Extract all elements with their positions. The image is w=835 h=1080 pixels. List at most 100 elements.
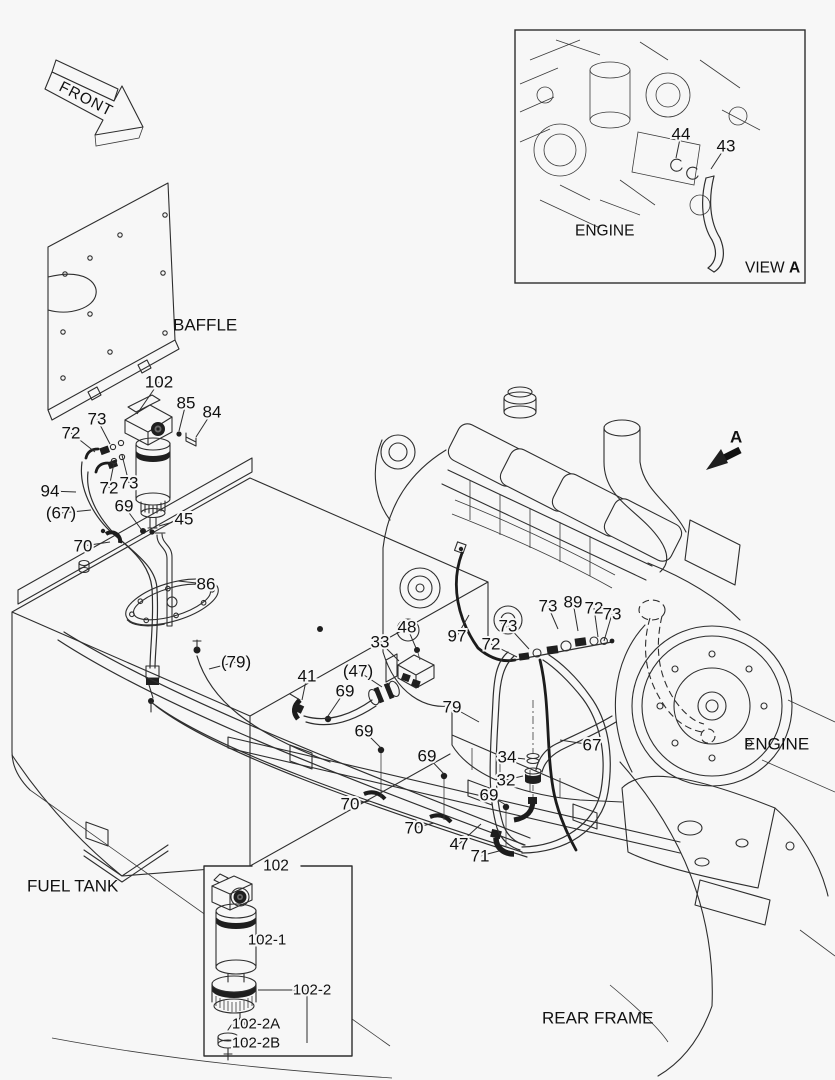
callout-leader-72: [108, 462, 115, 489]
callout-89: 89: [564, 593, 583, 612]
callout-leader-94: [49, 490, 77, 493]
callout-70: 70: [341, 795, 360, 814]
callout-69: 69: [355, 722, 374, 741]
callout-86: 86: [197, 575, 216, 594]
callout-leader-102-2A: [245, 1020, 257, 1025]
callout-67: 67: [583, 736, 602, 755]
callout-71: 71: [471, 847, 490, 866]
callout-44: 44: [672, 125, 691, 144]
callout-32: 32: [497, 771, 516, 790]
callout-73: 73: [539, 597, 558, 616]
callout-leader-33: [379, 641, 400, 662]
callout-102: 102: [145, 373, 173, 392]
engine-drawing: [374, 386, 793, 803]
callout-79: 79: [443, 698, 462, 717]
callout-(79): (79): [221, 653, 251, 672]
callout-73: 73: [603, 605, 622, 624]
callout-leader-45: [158, 518, 185, 527]
callout-85: 85: [177, 394, 196, 413]
view-a-marker-label: A: [730, 428, 742, 447]
callout-leader-84: [195, 411, 213, 438]
callout-leader-72: [490, 643, 518, 658]
callout-70: 70: [74, 537, 93, 556]
callout-72: 72: [62, 424, 81, 443]
callout-leader-47: [458, 823, 482, 845]
baffle-drawing: [47, 182, 180, 421]
callout-(47): (47): [343, 662, 373, 681]
callout-73: 73: [499, 617, 518, 636]
callout-45: 45: [175, 510, 194, 529]
callout-leader-69: [363, 730, 382, 749]
view-a-arrow: A: [706, 428, 742, 470]
inset-view-label: VIEW: [745, 260, 785, 277]
callout-leader-73: [603, 613, 613, 642]
callout-leader-41: [301, 675, 308, 701]
callout-leader-34: [506, 756, 526, 760]
baffle-label: BAFFLE: [173, 316, 237, 335]
callout-33: 33: [371, 633, 390, 652]
callout-leader-70: [413, 822, 435, 829]
callout-(67): (67): [46, 504, 76, 523]
callout-leader-69: [426, 755, 445, 775]
callout-72: 72: [585, 599, 604, 618]
callout-leader-70: [82, 541, 111, 547]
callout-leader-67: [559, 739, 593, 746]
callout-94: 94: [41, 482, 60, 501]
callout-69: 69: [480, 786, 499, 805]
inset-engine-label: ENGINE: [575, 223, 634, 240]
engine-label: ENGINE: [744, 735, 809, 754]
engine-hoses-drawing: [453, 541, 617, 854]
fuel-filter-drawing: [80, 394, 197, 713]
callout-leader-69: [123, 505, 142, 530]
callout-47: 47: [450, 835, 469, 854]
callout-69: 69: [418, 747, 437, 766]
callout-leader-(47): [357, 670, 383, 688]
front-arrow: FRONT: [44, 59, 144, 147]
callout-leader-85: [178, 402, 187, 432]
callout-leader-79: [451, 706, 480, 723]
inset-view-id: A: [789, 260, 800, 277]
callout-102-2: 102-2: [293, 982, 331, 999]
callout-73: 73: [120, 474, 139, 493]
callout-leader-71: [479, 850, 500, 857]
fuel-tank-drawing: [11, 457, 489, 1079]
callout-leader-102: [136, 381, 160, 415]
callout-70: 70: [405, 819, 424, 838]
callout-43: 43: [717, 137, 736, 156]
callout-102-2A: 102-2A: [232, 1016, 280, 1033]
callout-leader-70: [349, 800, 371, 805]
hose-bundle-drawing: [57, 631, 542, 858]
callout-leader-73: [121, 454, 130, 484]
callout-leader-102-2B: [240, 1040, 257, 1044]
callout-69: 69: [115, 497, 134, 516]
callout-leader-48: [406, 626, 417, 649]
callout-72: 72: [100, 479, 119, 498]
fuel-tank-label: FUEL TANK: [27, 877, 119, 896]
callout-leader-(79): [208, 661, 237, 670]
callout-84: 84: [203, 403, 222, 422]
callout-leader-89: [572, 601, 579, 632]
callout-34: 34: [498, 748, 517, 767]
callout-leader-(67): [60, 509, 92, 514]
callout-leader-43: [710, 145, 727, 170]
callout-leader-86: [177, 580, 207, 585]
callout-72: 72: [482, 635, 501, 654]
callout-leader-32: [505, 775, 524, 781]
callout-leader-72: [593, 607, 599, 638]
callout-leader-72: [70, 432, 96, 453]
inset-filter-detail: 102: [203, 858, 353, 1061]
callout-leader-73: [547, 605, 559, 630]
callout-leader-69: [327, 690, 346, 717]
inset-view-a: ENGINE VIEW A: [514, 29, 806, 284]
callout-leader-97: [456, 614, 470, 637]
callout-leader-73: [96, 418, 111, 445]
callout-leader-44: [675, 133, 682, 159]
callout-102-1: 102-1: [248, 932, 286, 949]
callout-102-2B: 102-2B: [232, 1035, 280, 1052]
callout-73: 73: [88, 410, 107, 429]
callout-69: 69: [336, 682, 355, 701]
callout-97: 97: [448, 627, 467, 646]
